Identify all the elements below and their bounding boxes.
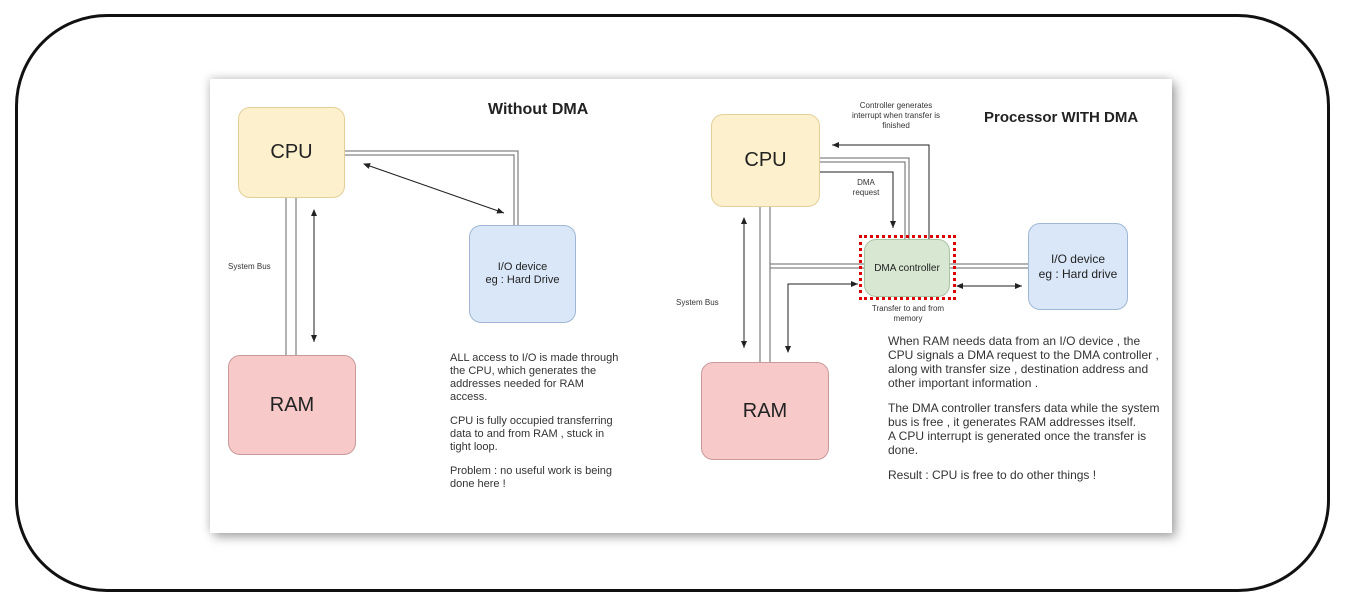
dma-highlight-outline — [859, 235, 956, 300]
right-note-3: Result : CPU is free to do other things … — [888, 468, 1097, 482]
left-note-2: CPU is fully occupied transferring data … — [450, 415, 613, 453]
left-cpu-label: CPU — [270, 141, 313, 163]
right-cpu-box: CPU — [711, 114, 820, 207]
left-ram-label: RAM — [269, 393, 315, 416]
dma-request-arrow — [820, 171, 896, 228]
transfer-memory-label: Transfer to and from memory — [871, 304, 945, 323]
left-cpu-box: CPU — [238, 107, 345, 198]
interrupt-label: Controller generates interrupt when tran… — [851, 101, 941, 130]
left-system-bus — [285, 198, 297, 355]
dma-request-label: DMA request — [852, 178, 880, 197]
right-io-label-line1: I/O device — [1050, 251, 1105, 266]
right-system-bus — [759, 207, 1028, 362]
transfer-memory-arrow — [785, 281, 858, 353]
left-notes: ALL access to I/O is made through the CP… — [450, 352, 650, 491]
left-note-1: ALL access to I/O is made through the CP… — [450, 352, 619, 403]
interrupt-arrow — [832, 142, 930, 239]
right-ram-box: RAM — [701, 362, 829, 460]
left-note-3: Problem : no useful work is being done h… — [450, 465, 613, 490]
left-ram-box: RAM — [228, 355, 356, 455]
right-cpu-label: CPU — [744, 149, 787, 171]
left-io-label-line1: I/O device — [497, 261, 548, 273]
left-io-label-line2: eg : Hard Drive — [485, 274, 560, 286]
left-cpu-io-arrow — [363, 163, 505, 214]
right-notes: When RAM needs data from an I/O device ,… — [888, 334, 1178, 482]
right-ram-label: RAM — [742, 399, 788, 422]
left-system-bus-label: System Bus — [228, 262, 271, 271]
left-io-box: I/O device eg : Hard Drive — [469, 225, 576, 323]
right-cpu-dma-bus — [820, 157, 910, 239]
right-io-box: I/O device eg : Hard drive — [1028, 223, 1128, 310]
left-cpu-io-bus — [345, 150, 519, 225]
left-panel-title: Without DMA — [488, 101, 589, 118]
right-system-bus-label: System Bus — [676, 298, 719, 307]
right-io-label-line2: eg : Hard drive — [1038, 266, 1118, 281]
dma-controller-label: DMA controller — [874, 262, 940, 274]
right-note-2: The DMA controller transfers data while … — [888, 401, 1160, 457]
right-panel-title: Processor WITH DMA — [984, 109, 1139, 126]
dma-controller-box: DMA controller — [864, 239, 950, 297]
right-note-1: When RAM needs data from an I/O device ,… — [888, 334, 1159, 390]
